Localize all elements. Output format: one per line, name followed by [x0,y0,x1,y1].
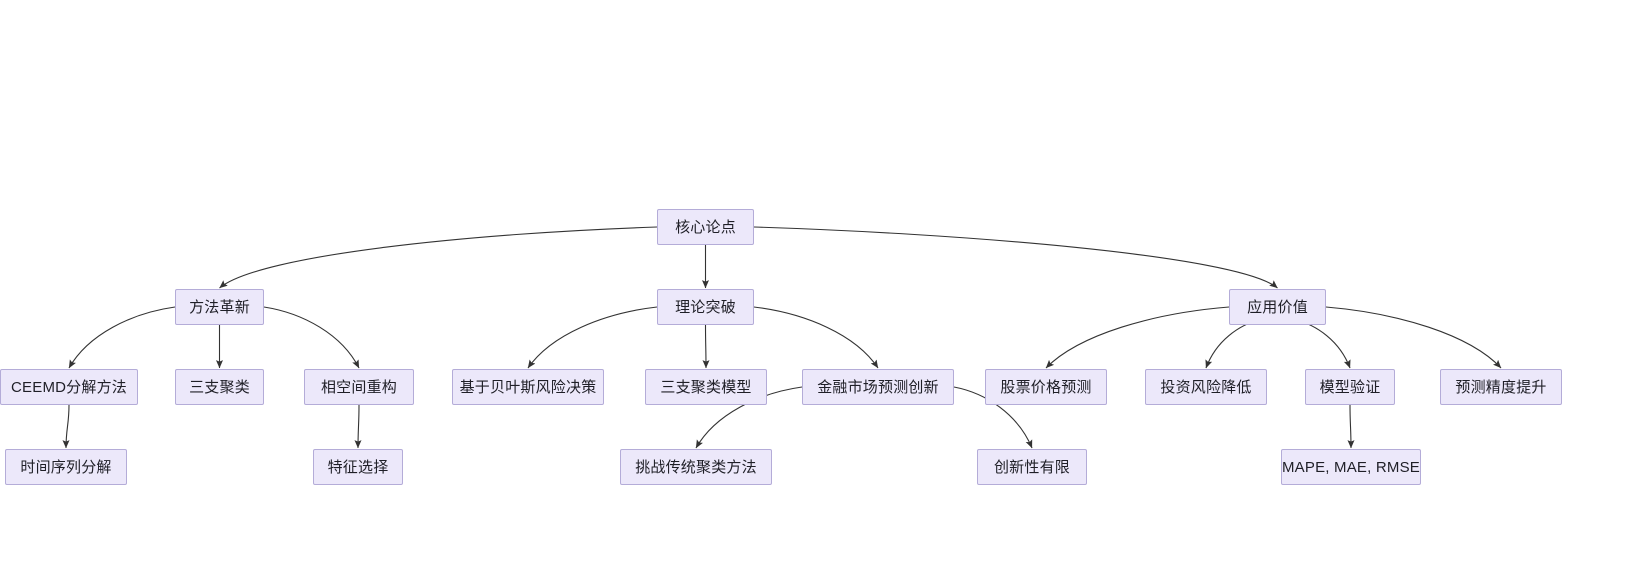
node-label: 理论突破 [675,298,736,316]
edge-paths [62,226,1502,449]
node-label: 金融市场预测创新 [817,378,939,396]
edge-application-to-risk [1205,318,1262,369]
node-label: CEEMD分解方法 [11,378,127,396]
node-method[interactable]: 方法革新 [175,289,264,325]
node-phase[interactable]: 相空间重构 [304,369,414,405]
node-risk[interactable]: 投资风险降低 [1145,369,1267,405]
node-label: 投资风险降低 [1160,378,1252,396]
node-bayes[interactable]: 基于贝叶斯风险决策 [452,369,604,405]
edge-method-to-phase [263,306,360,369]
node-challenge[interactable]: 挑战传统聚类方法 [620,449,772,485]
edge-validation-to-metrics [1347,404,1355,449]
node-accuracy[interactable]: 预测精度提升 [1440,369,1562,405]
edge-theory-to-finance [753,306,879,369]
edge-method-to-ceemd [68,306,176,369]
node-label: 基于贝叶斯风险决策 [459,378,597,396]
node-label: 特征选择 [327,458,389,476]
node-label: 时间序列分解 [20,458,112,476]
edge-root-to-application [753,226,1278,289]
node-label: 三支聚类 [189,378,250,396]
node-label: 预测精度提升 [1455,378,1547,396]
node-stock[interactable]: 股票价格预测 [985,369,1107,405]
node-twd-model[interactable]: 三支聚类模型 [645,369,767,405]
node-label: 模型验证 [1319,378,1381,396]
node-limited[interactable]: 创新性有限 [977,449,1087,485]
edge-ceemd-to-ts-decomp [62,404,70,449]
node-label: 股票价格预测 [1000,378,1092,396]
node-label: 相空间重构 [320,378,397,396]
edge-phase-to-feature [354,404,362,449]
edge-application-to-stock [1045,306,1230,369]
node-three-way[interactable]: 三支聚类 [175,369,264,405]
node-root[interactable]: 核心论点 [657,209,754,245]
node-application[interactable]: 应用价值 [1229,289,1326,325]
node-label: 方法革新 [189,298,250,316]
edge-application-to-accuracy [1325,306,1502,369]
node-metrics[interactable]: MAPE, MAE, RMSE [1281,449,1421,485]
edge-theory-to-bayes [527,306,658,369]
node-finance[interactable]: 金融市场预测创新 [802,369,954,405]
edge-theory-to-twd-model [702,324,710,369]
node-theory[interactable]: 理论突破 [657,289,754,325]
node-validation[interactable]: 模型验证 [1305,369,1395,405]
node-label: 三支聚类模型 [660,378,752,396]
node-label: MAPE, MAE, RMSE [1281,458,1421,476]
node-feature[interactable]: 特征选择 [313,449,403,485]
node-label: 挑战传统聚类方法 [635,458,757,476]
node-label: 核心论点 [675,218,736,236]
edge-root-to-method [219,226,658,289]
edge-application-to-validation [1293,318,1351,369]
node-label: 应用价值 [1247,298,1308,316]
node-ceemd[interactable]: CEEMD分解方法 [0,369,138,405]
node-label: 创新性有限 [993,458,1070,476]
node-ts-decomp[interactable]: 时间序列分解 [5,449,127,485]
